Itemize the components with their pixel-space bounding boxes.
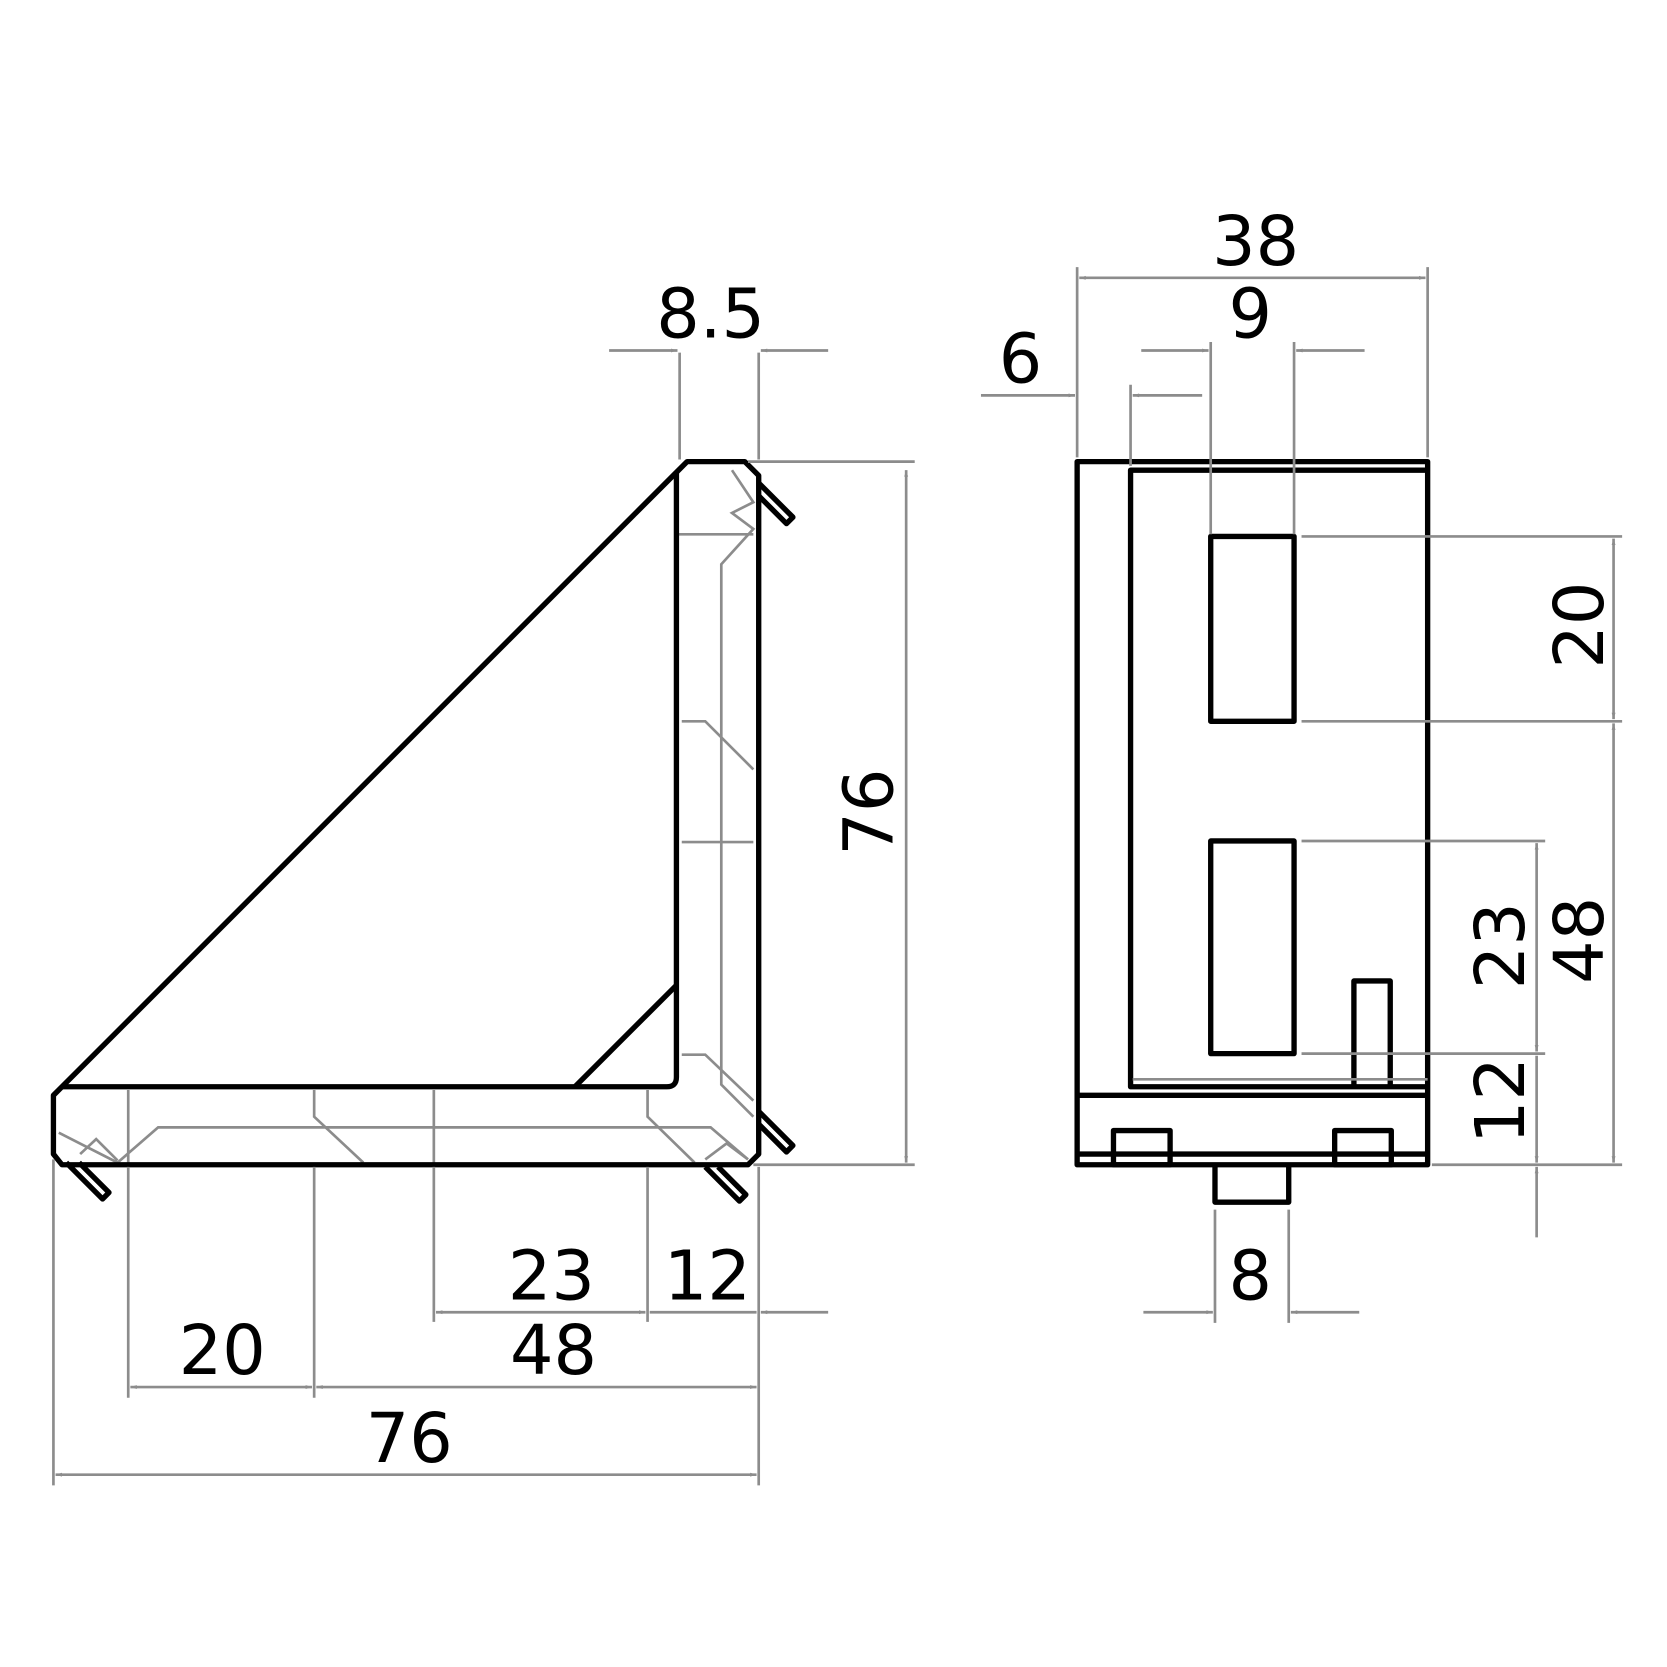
side-view-hidden-lines [58, 469, 756, 1165]
dim-9-label: 9 [1228, 276, 1272, 355]
dim-width-label: 76 [366, 1400, 453, 1479]
dim-12-label: 12 [664, 1237, 751, 1316]
dim-height-label: 76 [830, 769, 909, 856]
dim-48-label: 48 [510, 1312, 597, 1391]
dim-48-front-label: 48 [1541, 897, 1620, 984]
front-view: 38 9 6 20 48 23 12 8 [980, 203, 1623, 1323]
front-view-dimensions: 38 9 6 20 48 23 12 8 [980, 203, 1623, 1323]
dim-slot-width-label: 8.5 [656, 276, 765, 355]
dim-8-label: 8 [1228, 1237, 1272, 1316]
dim-12-front-label: 12 [1462, 1057, 1541, 1144]
side-view: 8.5 76 23 12 20 48 76 [50, 276, 915, 1486]
dim-38-label: 38 [1212, 203, 1299, 282]
dim-6-label: 6 [999, 321, 1043, 400]
dim-20-label: 20 [179, 1312, 266, 1391]
front-view-outline [1074, 458, 1431, 1205]
dim-23-front-label: 23 [1462, 902, 1541, 989]
dim-23-label: 23 [508, 1237, 595, 1316]
side-view-dimensions: 8.5 76 23 12 20 48 76 [52, 276, 915, 1486]
side-view-outline [50, 458, 796, 1204]
dim-20-front-label: 20 [1541, 582, 1620, 669]
